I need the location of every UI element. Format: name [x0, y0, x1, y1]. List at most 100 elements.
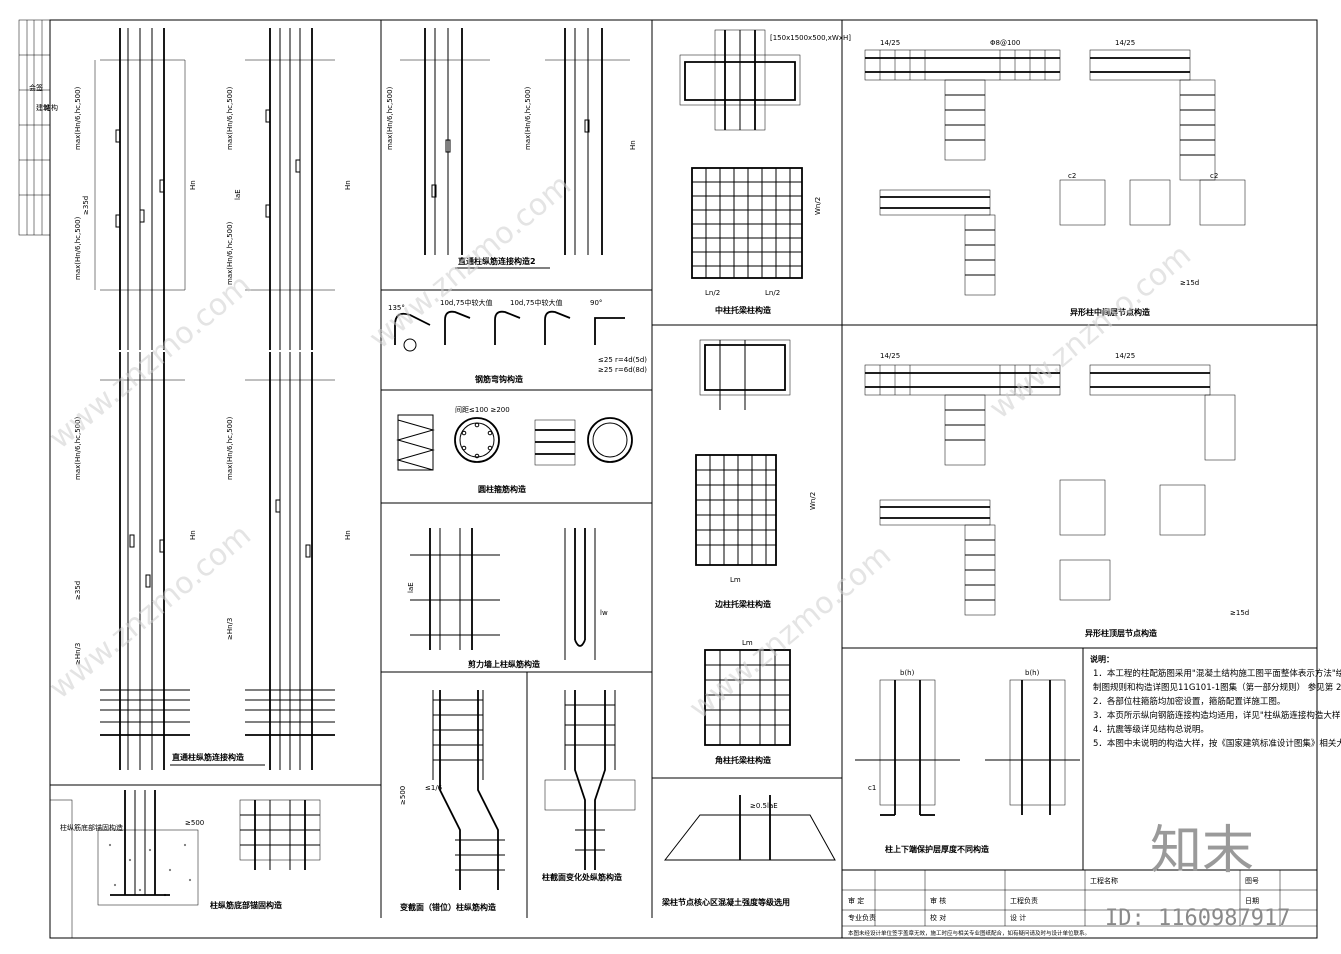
shear-wall-column-panel: laE lw 剪力墙上柱纵筋构造	[407, 528, 608, 669]
title-row-label: 专业负责	[848, 913, 876, 922]
note-line: 5．本图中未说明的构造大样，按《国家建筑标准设计图集》相关大样施工。	[1093, 738, 1341, 749]
column-elevation: max(Hn/6,hc,500) ≥Hn/3 Hn	[226, 352, 352, 770]
column-elevation: max(Hn/6,hc,500) max(Hn/6,hc,500) laE Hn	[226, 28, 352, 350]
dim-label: ≥Hn/3	[74, 643, 82, 665]
dim-label: Hn	[344, 530, 352, 540]
corner-column-frame-panel: Lm 角柱托梁柱构造	[704, 639, 791, 765]
panel-caption: 柱截面变化处纵筋构造	[542, 872, 622, 882]
dim-label: max(Hn/6,hc,500)	[386, 86, 394, 150]
title-row-label: 设 计	[1010, 913, 1026, 922]
panel-caption: 柱纵筋底部锚固构造	[210, 900, 282, 910]
dim-label: ≥500	[399, 786, 407, 805]
dim-label: Ln/2	[765, 289, 780, 297]
design-notes: 说明： 1．本工程的柱配筋图采用"混凝土结构施工图平面整体表示方法"绘制。 制图…	[1090, 654, 1341, 749]
hook-label: 10d,75中较大值	[440, 298, 492, 307]
left-strip-label: 会签	[29, 83, 43, 92]
rebar-label: 14/25	[880, 352, 900, 360]
base-note: 柱纵筋底部锚固构造	[60, 823, 123, 832]
dim-label: laE	[407, 582, 415, 593]
hook-radius: ≥25 r=6d(8d)	[598, 366, 647, 374]
panel-caption: 圆柱箍筋构造	[478, 484, 526, 494]
notes-heading: 说明：	[1090, 654, 1114, 664]
column-elevation: max(Hn/6,hc,500) max(Hn/6,hc,500) ≥35d H…	[74, 28, 197, 350]
panel-caption: 直通柱纵筋连接构造2	[458, 256, 536, 266]
dim-label: c1	[868, 784, 876, 792]
note-line: 4．抗震等级详见结构总说明。	[1093, 724, 1209, 735]
watermark-site: www.znzmo.com	[43, 518, 258, 707]
title-block: 审 定 审 核 工程负责 专业负责 校 对 设 计 图号 日期 工程名称 本图未…	[841, 869, 1318, 939]
panel-caption: 角柱托梁柱构造	[715, 755, 771, 765]
rebar-label: Φ8@100	[990, 39, 1020, 47]
dim-label: Wn/2	[814, 197, 822, 215]
dim-label: Hn	[629, 140, 637, 150]
rebar-label: 14/25	[1115, 352, 1135, 360]
dim-label: max(Hn/6,hc,500)	[226, 86, 234, 150]
left-strip-label: 建筑	[36, 103, 50, 112]
dim-label: max(Hn/6,hc,500)	[74, 216, 82, 280]
cover-change-panel: b(h) b(h) c1 柱上下端保护层厚度不同构造	[855, 669, 1080, 854]
panel-caption: 柱上下端保护层厚度不同构造	[885, 844, 989, 854]
tapered-column-panel: 柱截面变化处纵筋构造	[542, 690, 636, 882]
column-base-panel: 柱纵筋底部锚固构造 ≥500 柱纵筋底部锚固构造	[60, 790, 321, 910]
panel-caption: 剪力墙上柱纵筋构造	[468, 659, 540, 669]
dim-label: max(Hn/6,hc,500)	[74, 416, 82, 480]
panel-caption: 变截面（错位）柱纵筋构造	[400, 902, 496, 912]
dim-label: ≥500	[185, 819, 204, 827]
id-watermark: ID: 1160987917	[1105, 906, 1290, 931]
panel-caption: 直通柱纵筋连接构造	[172, 752, 244, 762]
rebar-hooks-panel: 135° 10d,75中较大值 10d,75中较大值 90° ≤25 r=4d(…	[388, 298, 647, 384]
dim-label: max(Hn/6,hc,500)	[226, 416, 234, 480]
dim-label: Hn	[189, 180, 197, 190]
panel-caption: 钢筋弯钩构造	[475, 374, 523, 384]
hook-label: 10d,75中较大值	[510, 298, 562, 307]
offset-column-panel: ≥500 ≤1/6 变截面（错位）柱纵筋构造	[399, 690, 505, 912]
title-row-label: 审 定	[848, 896, 864, 905]
dim-label: max(Hn/6,hc,500)	[74, 86, 82, 150]
sheet-frame: 会签 建筑 结构	[18, 19, 1318, 939]
hook-radius: ≤25 r=4d(5d)	[598, 356, 647, 364]
dim-label: max(Hn/6,hc,500)	[226, 221, 234, 285]
dim-label: ≥Hn/3	[226, 618, 234, 640]
dim-label: ≤1/6	[425, 784, 443, 792]
panel-caption: 边柱托梁柱构造	[714, 599, 771, 609]
dim-label: [150x1500x500,xWxH]	[770, 34, 851, 42]
date-label: 日期	[1245, 897, 1259, 905]
spiral-stirrup-panel: 间距≤100 ≥200 圆柱箍筋构造	[396, 406, 633, 494]
spiral-pitch-label: 间距≤100 ≥200	[455, 406, 510, 414]
note-line: 制图规则和构造详图见11G101-1图集（第一部分规则） 参见第 2 页	[1093, 682, 1341, 693]
dim-label: Ln/2	[705, 289, 720, 297]
title-footer: 本图未经设计单位签字盖章无效，施工时应与相关专业图纸配合，如有疑问请及时与设计单…	[848, 929, 1090, 937]
dim-label: ≥15d	[1180, 279, 1199, 287]
dim-label: c2	[1210, 172, 1218, 180]
left-strip-label: 结构	[44, 103, 58, 112]
dim-label: Hn	[344, 180, 352, 190]
dim-label: ≥35d	[74, 581, 82, 600]
dim-label: ≥0.5laE	[750, 802, 778, 810]
dim-label: ≥15d	[1230, 609, 1249, 617]
beam-joint-core-panel: ≥0.5laE 梁柱节点核心区混凝土强度等级选用	[661, 795, 836, 907]
special-column-top-panel: 14/25 14/25 ≥15d 异形柱顶层节点构造	[864, 352, 1249, 638]
dim-label: Lm	[730, 576, 741, 584]
dim-label: Hn	[189, 530, 197, 540]
column-splice-panel: max(Hn/6,hc,500) max(Hn/6,hc,500) ≥35d H…	[74, 28, 352, 770]
drawing-number-label: 图号	[1245, 877, 1259, 885]
dim-label: ≥35d	[82, 196, 90, 215]
note-line: 3．本页所示纵向钢筋连接构造均适用，详见"柱纵筋连接构造大样"。	[1093, 710, 1341, 721]
panel-caption: 中柱托梁柱构造	[715, 305, 771, 315]
dim-label: lw	[600, 609, 608, 617]
note-line: 1．本工程的柱配筋图采用"混凝土结构施工图平面整体表示方法"绘制。	[1093, 668, 1341, 679]
dim-label: max(Hn/6,hc,500)	[524, 86, 532, 150]
dim-label: b(h)	[900, 669, 915, 677]
project-label: 工程名称	[1090, 876, 1118, 885]
title-row-label: 校 对	[930, 913, 946, 922]
column-splice-2-panel: max(Hn/6,hc,500) max(Hn/6,hc,500) Hn 直通柱…	[386, 28, 637, 269]
panel-caption: 梁柱节点核心区混凝土强度等级选用	[661, 897, 790, 907]
panel-caption: 异形柱中间层节点构造	[1070, 307, 1150, 317]
mid-column-frame-panel: [150x1500x500,xWxH] Ln/2 Ln/2 Wn/2 中柱托梁柱…	[679, 29, 851, 315]
panel-grid	[50, 20, 1317, 918]
dim-label: Lm	[742, 639, 753, 647]
brand-logo: 知末	[1150, 821, 1254, 881]
watermark-layer: www.znzmo.com www.znzmo.com www.znzmo.co…	[43, 168, 1291, 931]
special-column-mid-panel: 14/25 Φ8@100 14/25 c2 c2 ≥15d 异形柱中间层节点构造	[864, 39, 1246, 317]
